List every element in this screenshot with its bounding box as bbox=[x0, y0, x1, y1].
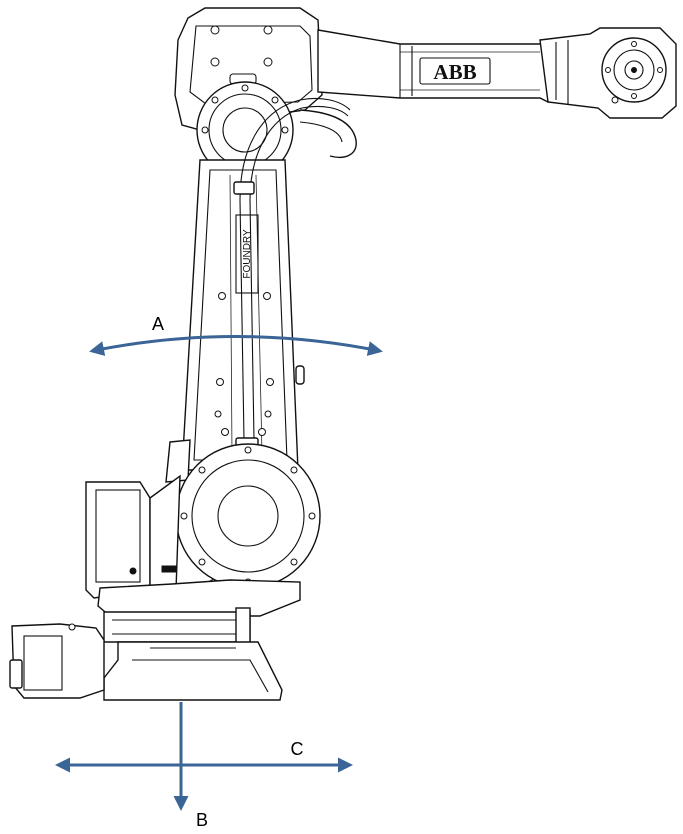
motion-arrows bbox=[55, 335, 383, 811]
label-a: A bbox=[152, 314, 164, 334]
label-c: C bbox=[291, 739, 304, 759]
brand-logo-text: ABB bbox=[433, 60, 476, 84]
lower-arm bbox=[181, 159, 305, 475]
label-b: B bbox=[196, 810, 208, 829]
arm-label-text: FOUNDRY bbox=[242, 229, 253, 279]
robot-base bbox=[9, 565, 301, 701]
arrow-a bbox=[89, 335, 383, 356]
axis-1-motor bbox=[85, 474, 181, 602]
